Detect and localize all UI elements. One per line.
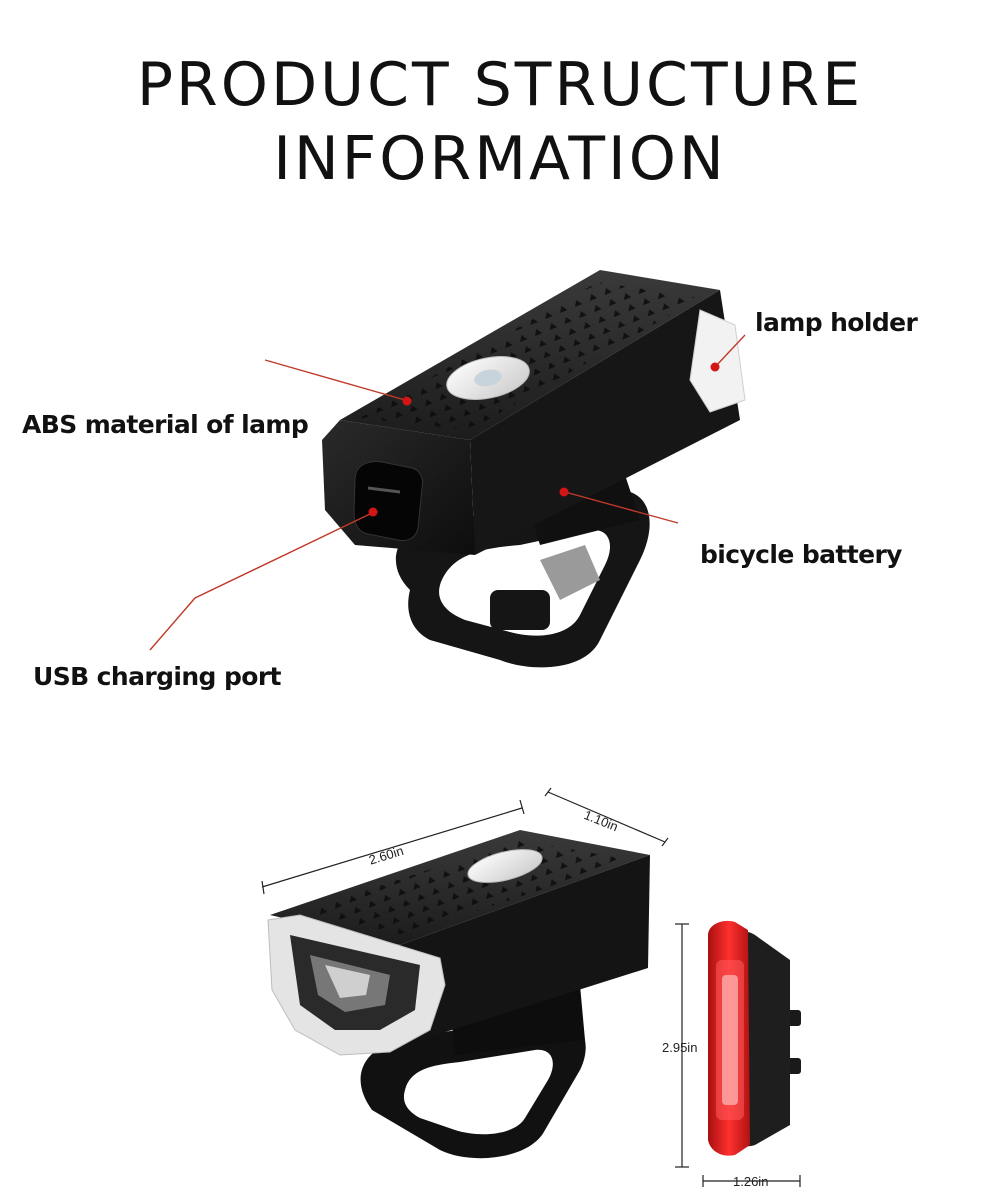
front-light-rear-view [322,270,746,668]
callout-leader-lines [149,334,746,651]
callout-usb-port: USB charging port [33,662,282,691]
lamp-holder-cap [689,309,746,413]
callout-lamp-holder: lamp holder [755,308,918,337]
dimension-height-label: 2.95in [662,1040,697,1055]
usb-cover [353,461,423,541]
callout-bicycle-battery: bicycle battery [700,540,902,569]
rear-light [708,920,801,1156]
callout-abs-material: ABS material of lamp [22,410,309,439]
dimension-rear-width-label: 1.26in [733,1174,768,1189]
page-title: PRODUCT STRUCTURE INFORMATION [0,48,1000,196]
dimension-width-label: 1.10in [582,807,620,834]
page-title-line-2: INFORMATION [273,124,727,194]
front-light-front-view [267,830,650,1159]
dimension-lines [261,787,801,1187]
callout-dots [368,362,720,517]
dimension-length-label: 2.60in [367,843,405,868]
page-title-line-1: PRODUCT STRUCTURE [136,50,864,120]
lamp-body-side [470,290,740,555]
